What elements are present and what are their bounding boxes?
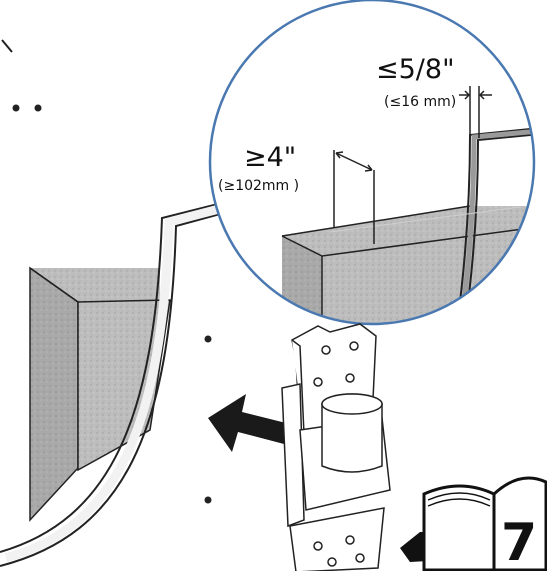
- anchor-bracket: [281, 323, 391, 571]
- gap-dimension: [459, 86, 492, 138]
- decorative-dots: [1, 39, 42, 112]
- depth-dimension: [333, 150, 375, 244]
- magnifier-detail: ≤5/8" (≤16 mm) ≥4" (≥102mm ): [208, 0, 536, 326]
- magnifier-ring: [208, 0, 536, 326]
- bullet-dot: [204, 496, 212, 504]
- book-icon: 7: [422, 476, 547, 571]
- book-page-number: 7: [501, 513, 537, 571]
- depth-min-metric-label: (≥102mm ): [218, 178, 299, 194]
- insert-direction-arrow: [208, 394, 290, 452]
- wall-board: [0, 203, 221, 567]
- depth-min-label: ≥4": [244, 142, 296, 173]
- bullet-dot: [204, 335, 212, 343]
- gap-max-metric-label: (≤16 mm): [384, 94, 456, 110]
- gap-max-label: ≤5/8": [376, 54, 455, 85]
